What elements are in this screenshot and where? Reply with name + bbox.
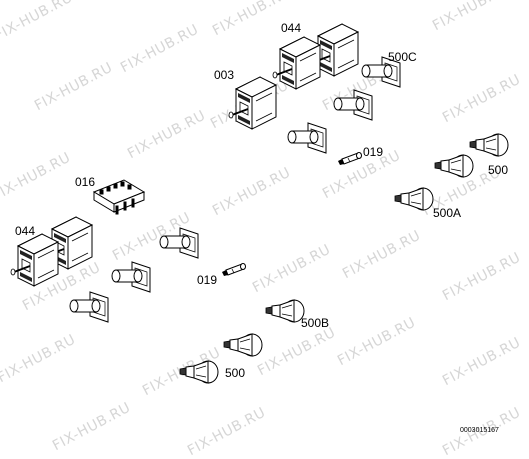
sleeve-upper-middle	[333, 89, 373, 121]
label-500b: 500B	[301, 316, 330, 330]
label-019-top: 019	[363, 145, 384, 159]
label-500-bottom: 500	[225, 366, 246, 380]
knob-500-bottom	[179, 360, 219, 384]
pin-019-top	[337, 152, 362, 166]
sleeve-lower-middle	[111, 261, 151, 293]
knob-500a	[394, 187, 434, 211]
label-044-top: 044	[281, 21, 302, 35]
regulator-003	[228, 76, 277, 130]
regulator-044-top-front	[272, 36, 321, 90]
label-500c: 500C	[388, 50, 417, 64]
label-019-mid: 019	[197, 273, 218, 287]
label-500a: 500A	[433, 206, 462, 220]
terminal-block-016	[93, 179, 145, 215]
sleeve-lower-bottom	[69, 291, 109, 323]
label-003: 003	[214, 68, 235, 82]
diagram-code: 0003015167	[460, 427, 499, 434]
knob-500b	[265, 299, 305, 323]
regulator-044-left-front	[10, 233, 59, 287]
knob-500-right-top	[469, 133, 509, 157]
label-500-right: 500	[488, 163, 509, 177]
sleeve-upper-lower	[287, 122, 327, 154]
sleeve-lower-top	[159, 227, 199, 259]
knob-500-right	[434, 154, 474, 178]
label-044-left: 044	[15, 224, 36, 238]
knob-500-lower	[223, 333, 263, 357]
pin-019-middle	[221, 263, 246, 277]
label-016: 016	[75, 175, 96, 189]
